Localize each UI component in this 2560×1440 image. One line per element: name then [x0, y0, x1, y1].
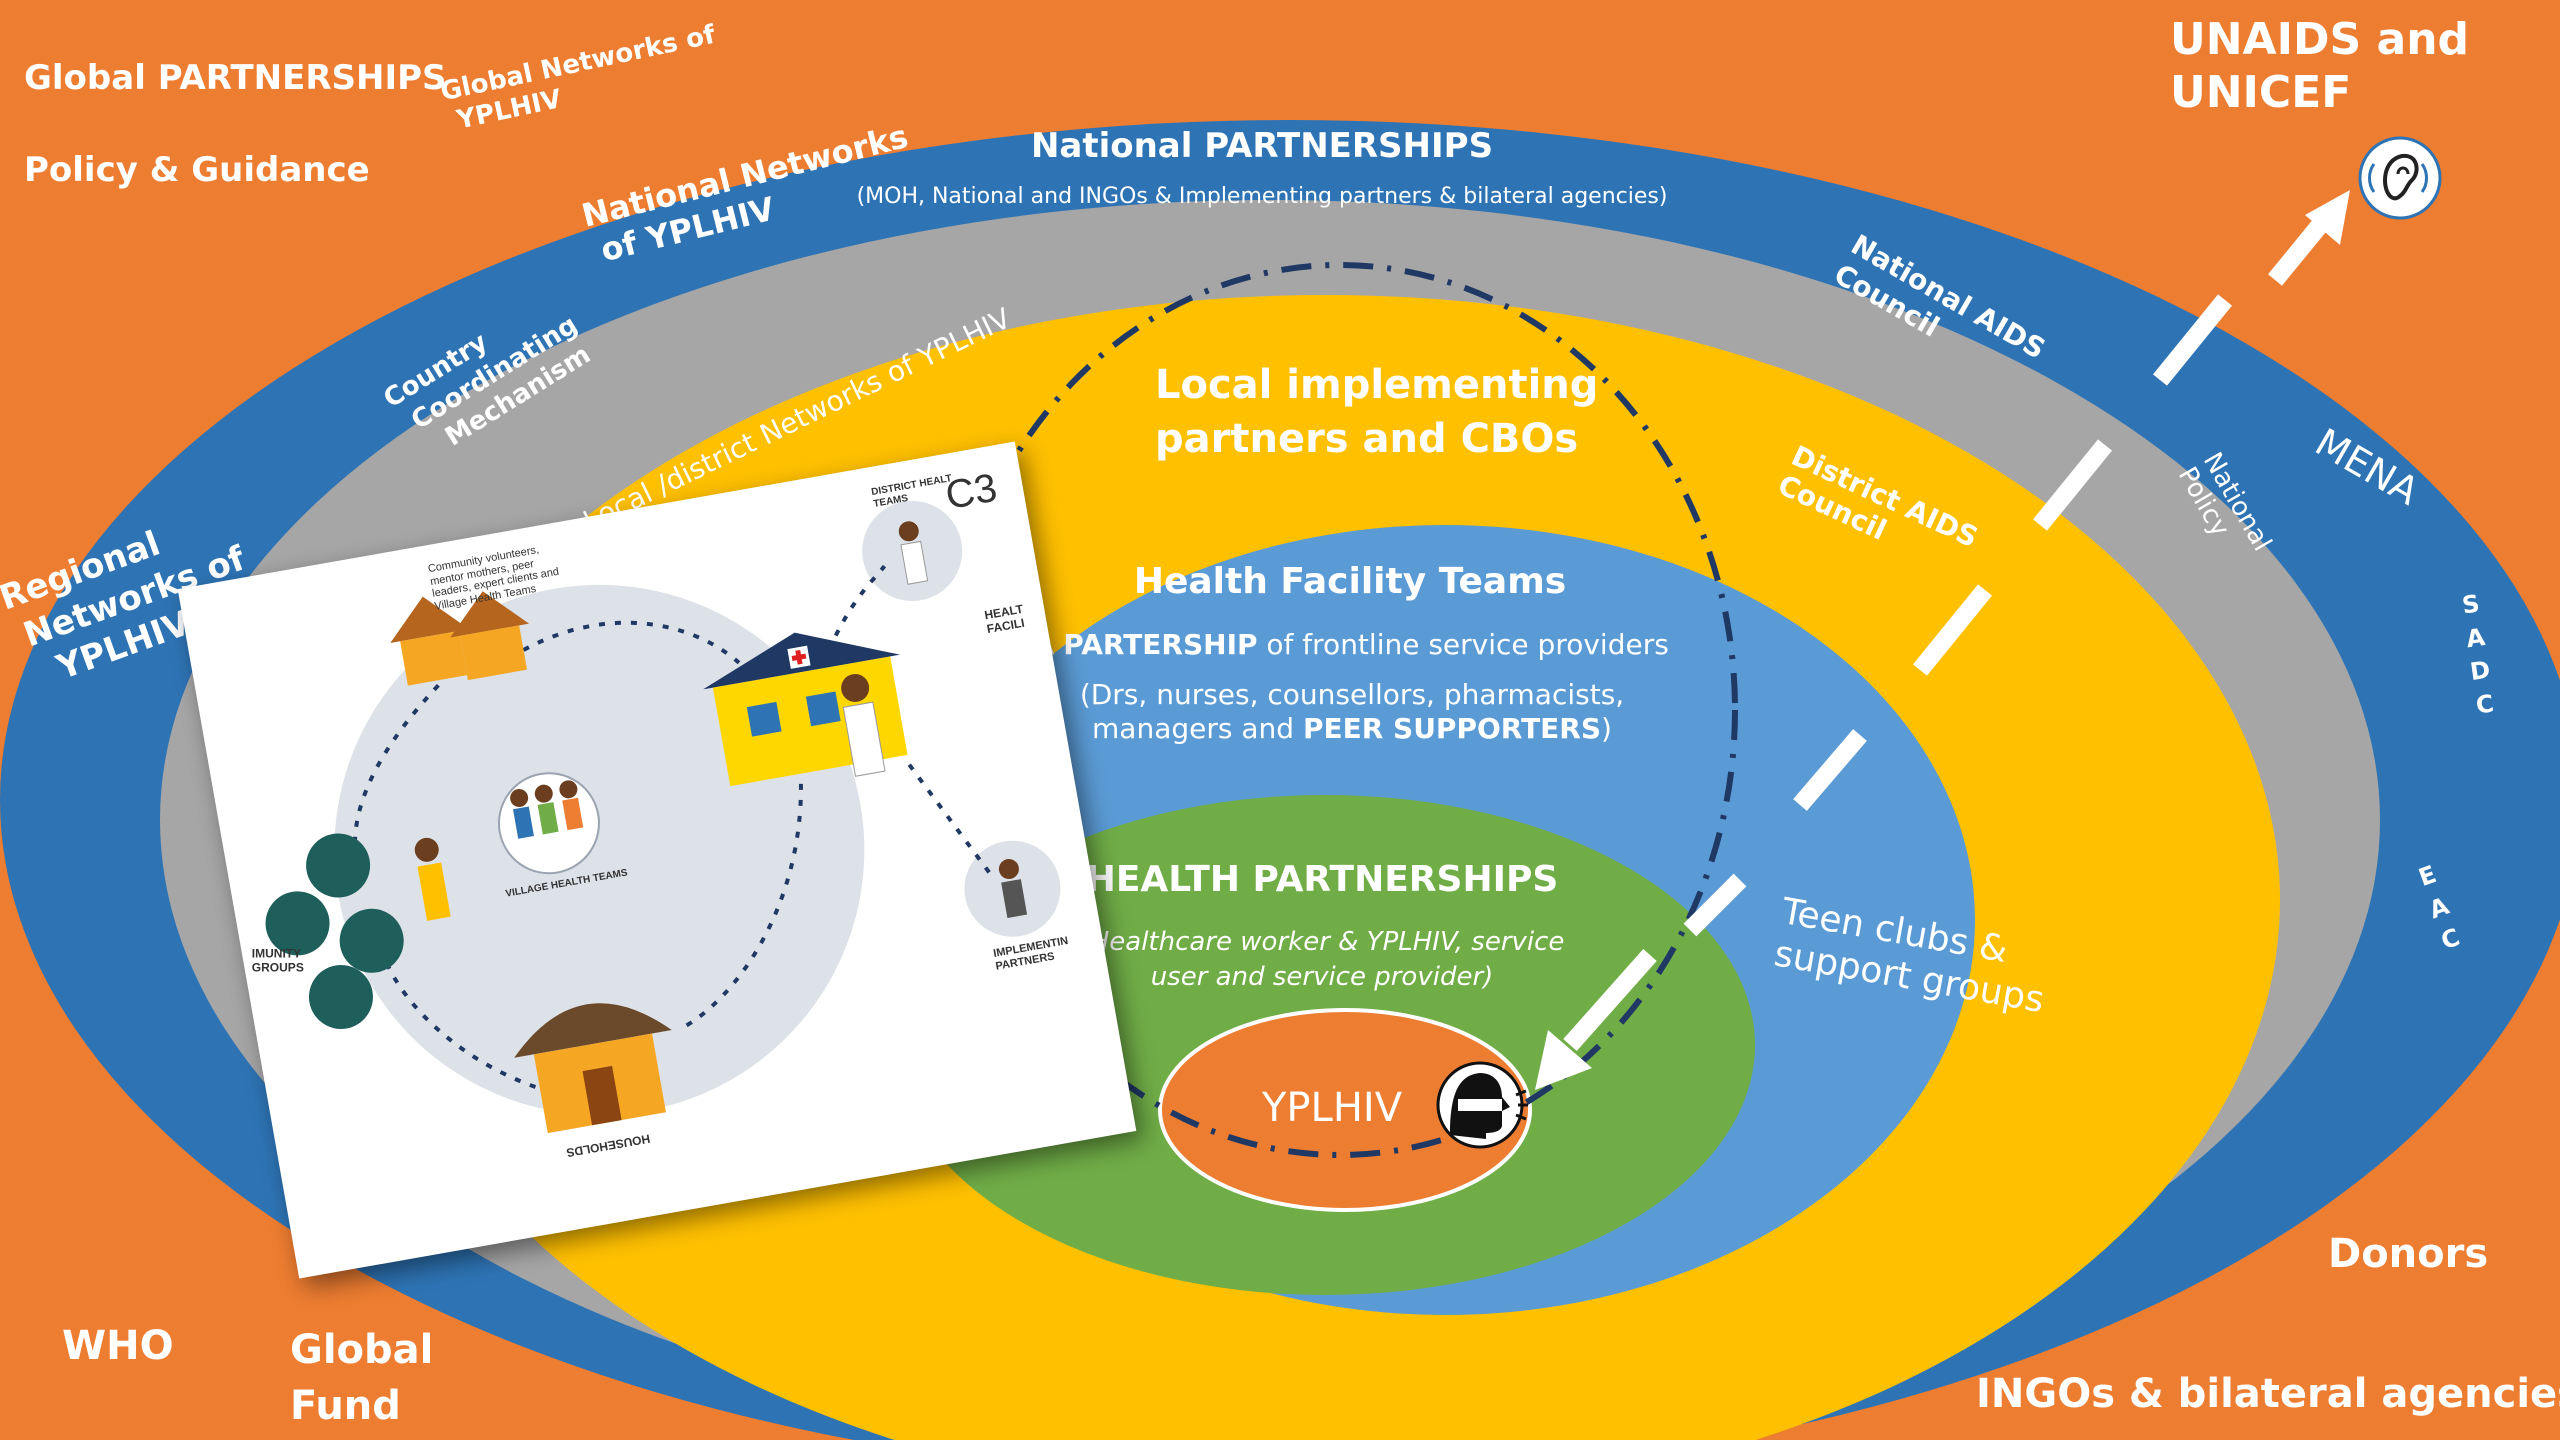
c3-dashed-arrows [353, 564, 991, 1094]
arrow-out-head [2305, 190, 2350, 245]
national-partnerships-subtitle: (MOH, National and INGOs & Implementing … [856, 184, 1668, 209]
health-facility-title: Health Facility Teams [1133, 561, 1567, 602]
ear-icon [2358, 136, 2442, 220]
arrow-in-shaft [1563, 949, 1657, 1051]
local-implementing-label: Local implementing partners and CBOs [1155, 362, 1599, 462]
c3-illustration [265, 500, 1061, 1134]
ingos-label: INGOs & bilateral agencies [1976, 1371, 2560, 1417]
unaids-unicef-label: UNAIDS and UNICEF [2170, 14, 2470, 118]
c3-community-groups-label: IMUNITY GROUPS [251, 946, 304, 975]
policy-guidance-label: Policy & Guidance [24, 150, 370, 190]
global-partnerships-label: Global PARTNERSHIPS [24, 58, 447, 98]
global-fund-label: Global Fund [290, 1327, 434, 1429]
health-partnerships-title: HEALTH PARTNERSHIPS [1085, 859, 1559, 900]
donors-label: Donors [2328, 1231, 2489, 1277]
health-facility-line1: A PARTERSHIP of frontline service provid… [1035, 628, 1669, 661]
health-facility-line3: managers and PEER SUPPORTERS) [1092, 712, 1612, 745]
c3-community-groups-icons [265, 833, 404, 1029]
health-facility-line2: (Drs, nurses, counsellors, pharmacists, [1079, 678, 1625, 711]
speaking-person-icon [1436, 1061, 1528, 1149]
c3-house-bottom [514, 1003, 672, 1134]
yplhiv-core-label: YPLHIV [1262, 1085, 1403, 1131]
c3-people [414, 521, 1028, 921]
arrow-out [1683, 219, 2327, 937]
health-partnerships-subtitle: (Healthcare worker & YPLHIV, service use… [1079, 927, 1565, 993]
who-label: WHO [62, 1323, 174, 1369]
c3-inset-card: C3 [177, 441, 1137, 1279]
national-partnerships-title: National PARTNERSHIPS [1030, 126, 1494, 166]
c3-house-top [390, 591, 530, 686]
yplhiv-core [1158, 1008, 1532, 1212]
arrow-in-head [1535, 1030, 1592, 1090]
